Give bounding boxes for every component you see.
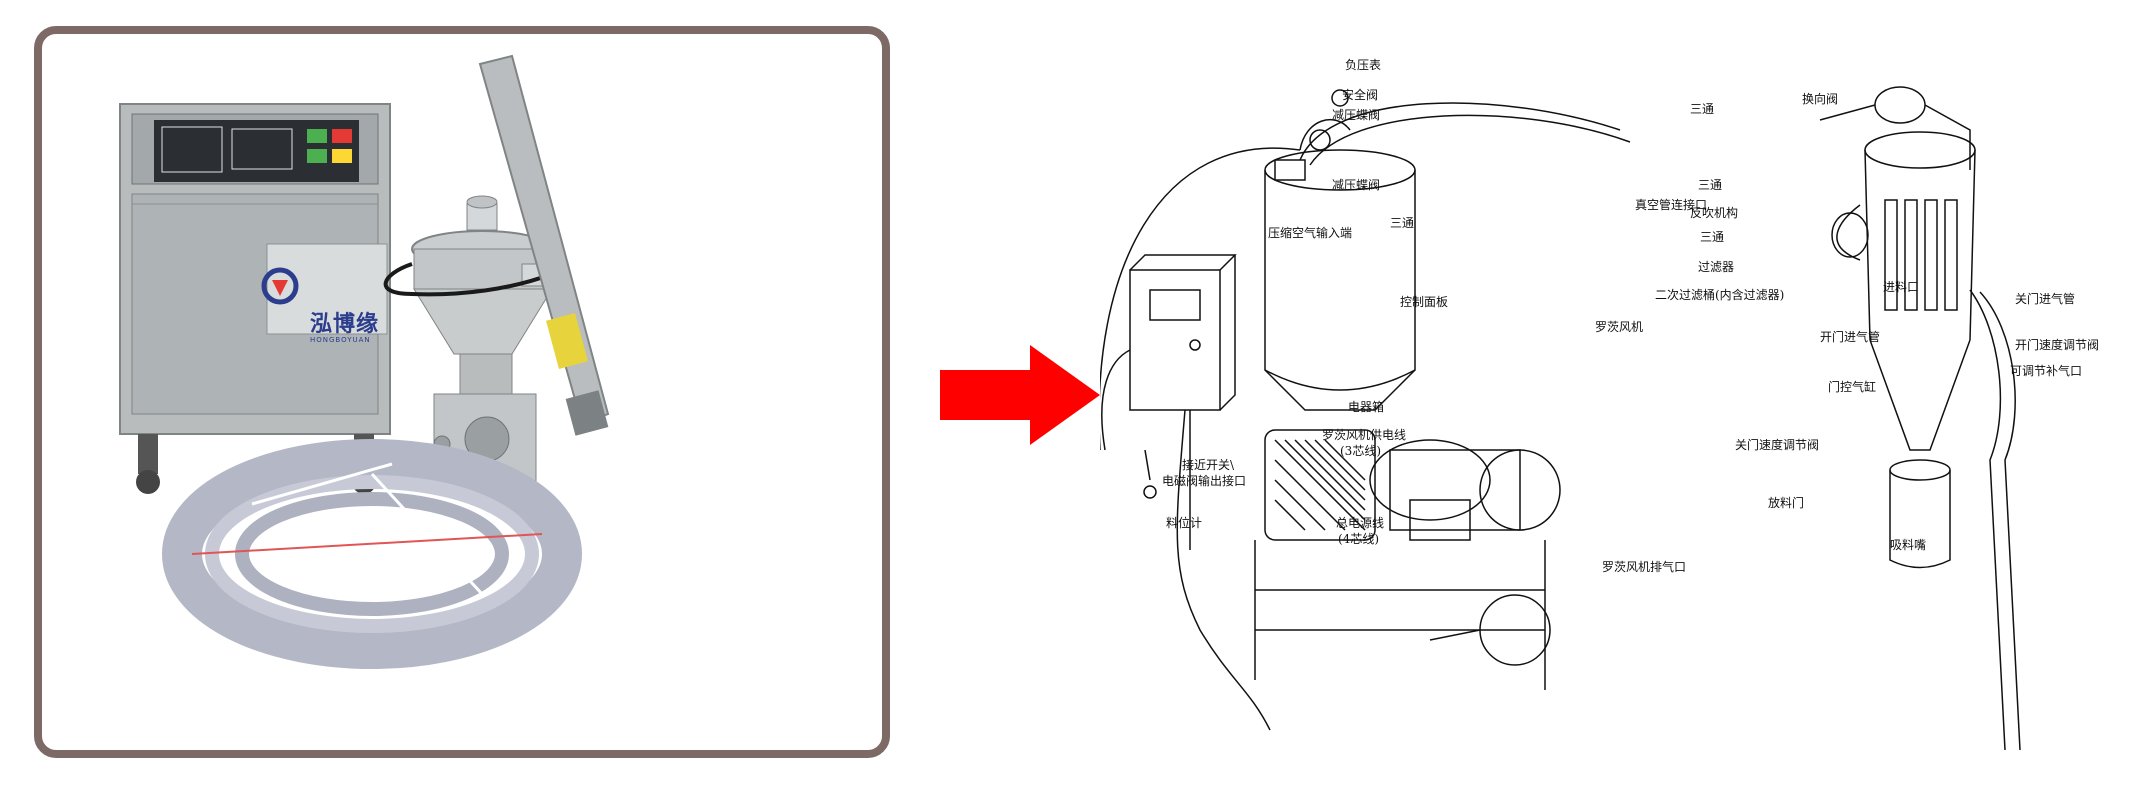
label-feed-inlet: 进料口 [1883, 280, 1920, 294]
label-blower-power-line: 罗茨风机供电线 [1322, 428, 1407, 442]
label-safety-valve: 安全阀 [1342, 88, 1379, 102]
label-main-power-line-sub: (4芯线) [1338, 532, 1379, 546]
label-close-speed-valve: 关门速度调节阀 [1735, 438, 1820, 452]
label-discharge-door: 放料门 [1768, 496, 1805, 510]
label-level-meter: 料位计 [1166, 516, 1203, 530]
brand-name: 泓博缘 [310, 312, 380, 337]
label-pressure-relief-valve-2: 减压蝶阀 [1332, 178, 1381, 192]
product-photo-frame: 泓博缘 HONGBOYUAN [34, 26, 890, 758]
label-vacuum-gauge: 负压表 [1345, 58, 1382, 72]
label-solenoid-output: 电磁阀输出接口 [1162, 474, 1247, 488]
brand-logo-plate [266, 243, 388, 335]
label-open-speed-valve: 开门速度调节阀 [2015, 338, 2100, 352]
label-suction-nozzle: 吸料嘴 [1890, 538, 1927, 552]
label-tee-1: 三通 [1390, 216, 1415, 230]
brand-logo-icon [261, 267, 299, 305]
label-proximity-switch: 接近开关\ [1182, 458, 1235, 472]
label-main-power-line: 总电源线 [1336, 516, 1385, 530]
label-vacuum-pipe-port: 真空管连接口 [1635, 198, 1708, 212]
schematic-drawing [1100, 86, 2021, 751]
label-electrical-box: 电器箱 [1348, 400, 1385, 414]
label-door-cylinder: 门控气缸 [1828, 380, 1877, 394]
brand-subtitle: HONGBOYUAN [310, 336, 371, 344]
label-control-panel: 控制面板 [1400, 295, 1449, 309]
label-tee-top: 三通 [1690, 102, 1715, 116]
label-close-air-pipe: 关门进气管 [2015, 292, 2076, 306]
label-open-air-pipe: 开门进气管 [1820, 330, 1881, 344]
label-blower-power-line-sub: (3芯线) [1340, 444, 1381, 458]
label-tee-2: 三通 [1698, 178, 1723, 192]
vacuum-loader-photo [119, 54, 610, 669]
red-arrow-icon [940, 345, 1100, 445]
label-reversing-valve: 换向阀 [1802, 92, 1839, 106]
label-roots-blower: 罗茨风机 [1595, 320, 1644, 334]
label-blower-exhaust: 罗茨风机排气口 [1602, 560, 1687, 574]
label-adjustable-air-port: 可调节补气口 [2010, 364, 2083, 378]
label-backflush: 反吹机构 [1690, 206, 1739, 220]
loader-schematic-diagram: 负压表 安全阀 减压蝶阀 减压蝶阀 三通 压缩空气输入端 真空管连接口 三通 换… [1100, 30, 2150, 770]
label-secondary-filter-tank: 二次过滤桶(内含过滤器) [1655, 288, 1785, 302]
label-pressure-relief-valve-1: 减压蝶阀 [1332, 108, 1381, 122]
label-compressed-air-inlet: 压缩空气输入端 [1268, 226, 1353, 240]
label-filter: 过滤器 [1698, 260, 1735, 274]
label-tee-3: 三通 [1700, 230, 1725, 244]
